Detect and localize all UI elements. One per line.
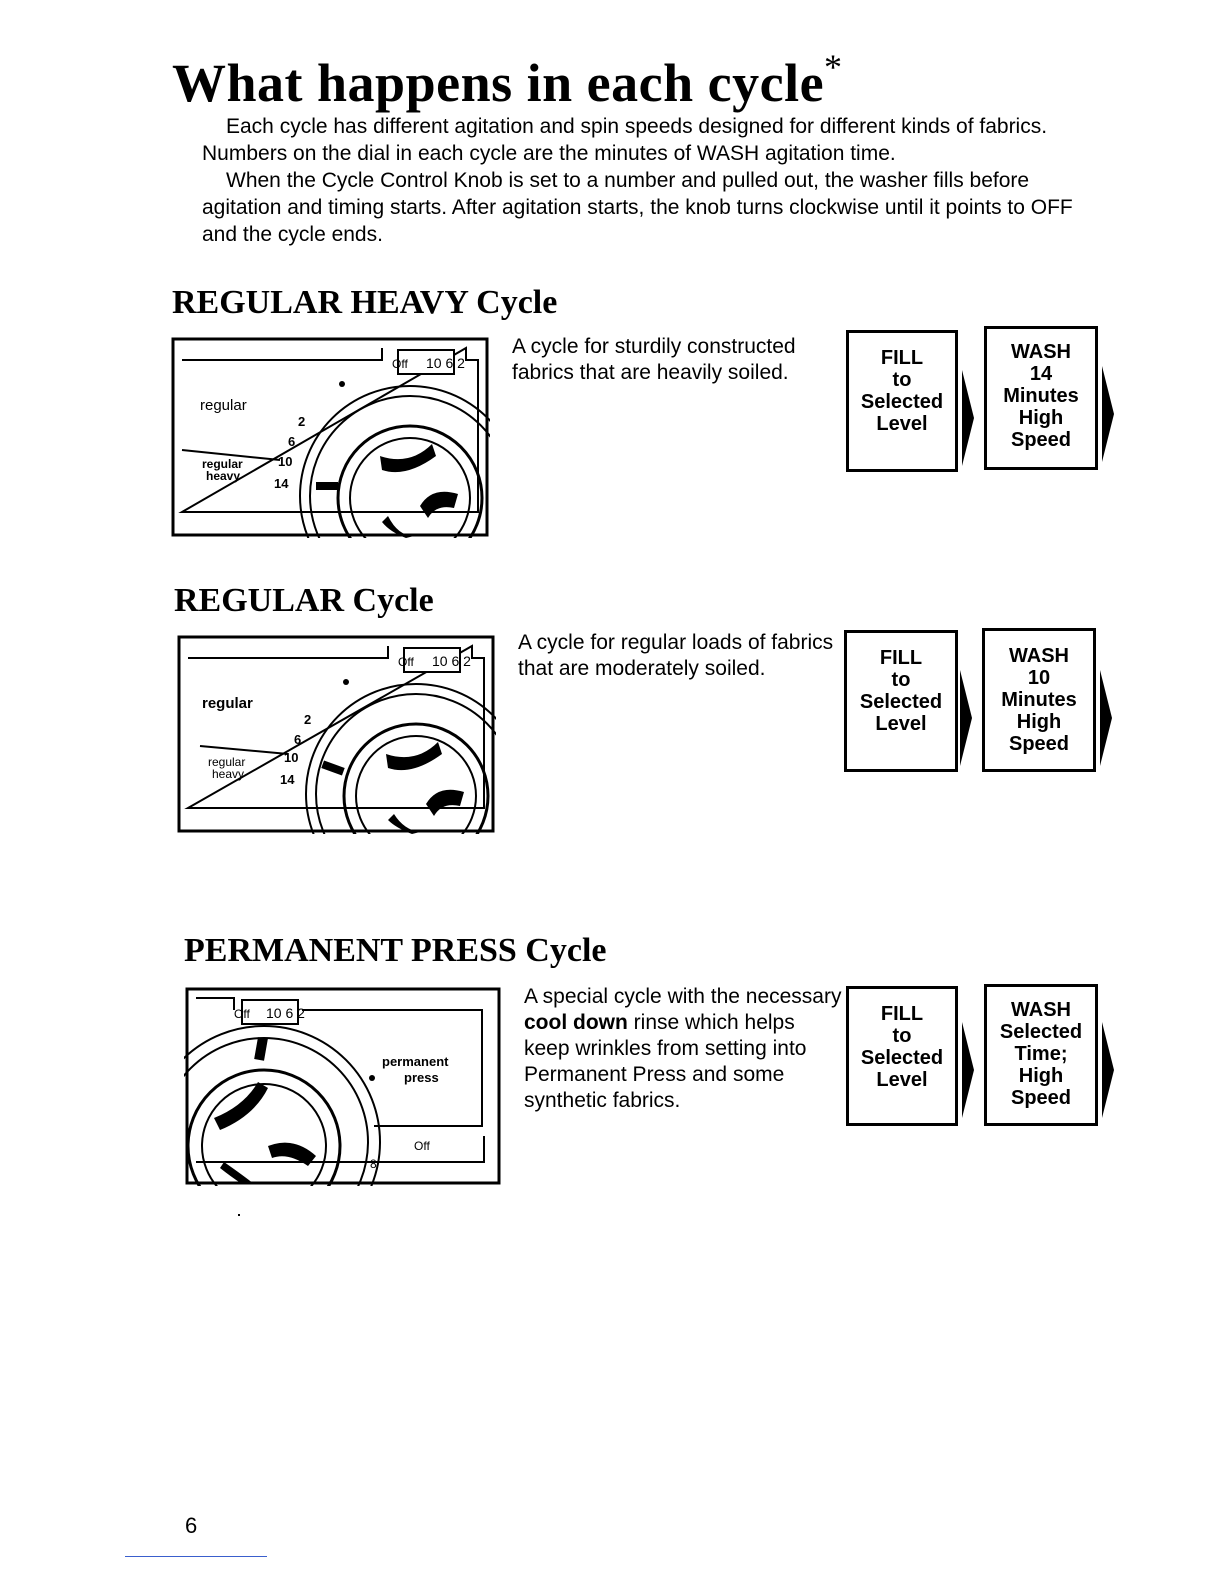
dial-sub-label-regular: regular	[202, 457, 243, 471]
dial-sub-label-heavy: heavy	[206, 469, 240, 483]
fill-line-4: Level	[875, 713, 927, 735]
wash-line-3: Minutes	[1003, 385, 1079, 407]
fill-line-2: to	[892, 369, 912, 391]
wash-step-box-regular: WASH 10 Minutes High Speed	[982, 628, 1096, 772]
wash-line-3: Minutes	[1001, 689, 1077, 711]
fill-line-3: Selected	[860, 1047, 944, 1069]
dial-number-14: 14	[280, 772, 295, 787]
arrow-right-icon	[960, 670, 972, 766]
footer-rule	[125, 1556, 267, 1557]
description-regular: A cycle for regular loads of fabrics tha…	[518, 631, 834, 680]
fill-line-1: FILL	[880, 1003, 924, 1025]
wash-line-4: High	[1018, 407, 1064, 429]
dial-number-14: 14	[274, 476, 289, 491]
dial-number-2: 2	[304, 712, 311, 727]
section-title-regular-heavy: REGULAR HEAVY Cycle	[172, 284, 558, 321]
dial-off-bottom-label: Off	[414, 1139, 430, 1153]
dial-sub-label-heavy: heavy	[212, 767, 244, 781]
fill-line-4: Level	[876, 413, 928, 435]
wash-line-1: WASH	[1011, 999, 1071, 1021]
description-bold-text: cool down	[524, 1011, 628, 1034]
arrow-right-icon	[1102, 366, 1114, 462]
description-text-end: rinse which helps keep wrinkles from set…	[524, 1011, 807, 1112]
fill-step-box-regular: FILL to Selected Level	[844, 630, 958, 772]
dial-top-numbers: 10 6 2	[266, 1005, 305, 1021]
fill-line-3: Selected	[859, 691, 943, 713]
dial-number-6: 6	[294, 732, 301, 747]
intro-text: Each cycle has different agitation and s…	[202, 113, 1102, 248]
wash-line-1: WASH	[1011, 341, 1071, 363]
dial-illustration-permanent-press: Off 10 6 2 permanent press Off 8	[184, 987, 501, 1186]
wash-line-2: Selected	[999, 1021, 1083, 1043]
asterisk-mark: *	[824, 47, 843, 87]
section-title-permanent-press: PERMANENT PRESS Cycle	[184, 932, 607, 969]
description-text-start: A special cycle with the necessary	[524, 985, 842, 1008]
dial-off-label: Off	[234, 1007, 250, 1021]
fill-line-1: FILL	[880, 347, 924, 369]
dial-number-8: 8	[370, 1157, 377, 1171]
dial-off-label: Off	[398, 655, 414, 669]
dial-illustration-regular-heavy: Off 10 6 2 regular regular heavy 2 6 10 …	[171, 337, 490, 538]
wash-line-2: 14	[1029, 363, 1053, 385]
dial-number-10: 10	[278, 454, 292, 469]
wash-step-box-regular-heavy: WASH 14 Minutes High Speed	[984, 326, 1098, 470]
dial-number-2: 2	[298, 414, 305, 429]
wash-line-5: Speed	[1008, 733, 1070, 755]
wash-line-3: Time;	[1014, 1043, 1068, 1065]
fill-line-4: Level	[876, 1069, 928, 1091]
dial-label-regular: regular	[200, 397, 247, 414]
arrow-right-icon	[1100, 670, 1112, 766]
dial-number-10: 10	[284, 750, 298, 765]
fill-step-box-regular-heavy: FILL to Selected Level	[846, 330, 958, 472]
wash-line-1: WASH	[1009, 645, 1069, 667]
wash-line-4: High	[1018, 1065, 1064, 1087]
fill-line-2: to	[891, 669, 911, 691]
wash-line-2: 10	[1027, 667, 1051, 689]
page-title: What happens in each cycle*	[172, 46, 843, 114]
description-permanent-press: A special cycle with the necessary cool …	[524, 984, 844, 1114]
wash-step-box-permanent-press: WASH Selected Time; High Speed	[984, 984, 1098, 1126]
intro-paragraph-2: When the Cycle Control Knob is set to a …	[202, 169, 1073, 246]
wash-line-4: High	[1016, 711, 1062, 733]
arrow-right-icon	[962, 1022, 974, 1118]
wash-line-5: Speed	[1010, 1087, 1072, 1109]
dial-number-6: 6	[288, 434, 295, 449]
arrow-right-icon	[962, 370, 974, 466]
fill-step-box-permanent-press: FILL to Selected Level	[846, 986, 958, 1126]
section-title-regular: REGULAR Cycle	[174, 582, 434, 619]
description-regular-heavy: A cycle for sturdily constructed fabrics…	[512, 335, 796, 384]
dial-top-numbers: 10 6 2	[426, 355, 465, 371]
dial-illustration-regular: Off 10 6 2 regular regular heavy 2 6 10 …	[177, 635, 496, 834]
page-number: 6	[185, 1513, 198, 1538]
fill-line-3: Selected	[860, 391, 944, 413]
fill-line-1: FILL	[879, 647, 923, 669]
page-title-text: What happens in each cycle	[172, 53, 825, 113]
dial-label-press: press	[404, 1070, 439, 1085]
wash-line-5: Speed	[1010, 429, 1072, 451]
dial-label-regular: regular	[202, 695, 253, 712]
intro-paragraph-1: Each cycle has different agitation and s…	[202, 115, 1048, 165]
dial-sub-label-regular: regular	[208, 755, 245, 769]
arrow-right-icon	[1102, 1022, 1114, 1118]
dial-label-permanent: permanent	[382, 1054, 449, 1069]
fill-line-2: to	[892, 1025, 912, 1047]
dial-top-numbers: 10 6 2	[432, 653, 471, 669]
stray-mark	[238, 1214, 240, 1216]
dial-off-label: Off	[392, 357, 408, 371]
